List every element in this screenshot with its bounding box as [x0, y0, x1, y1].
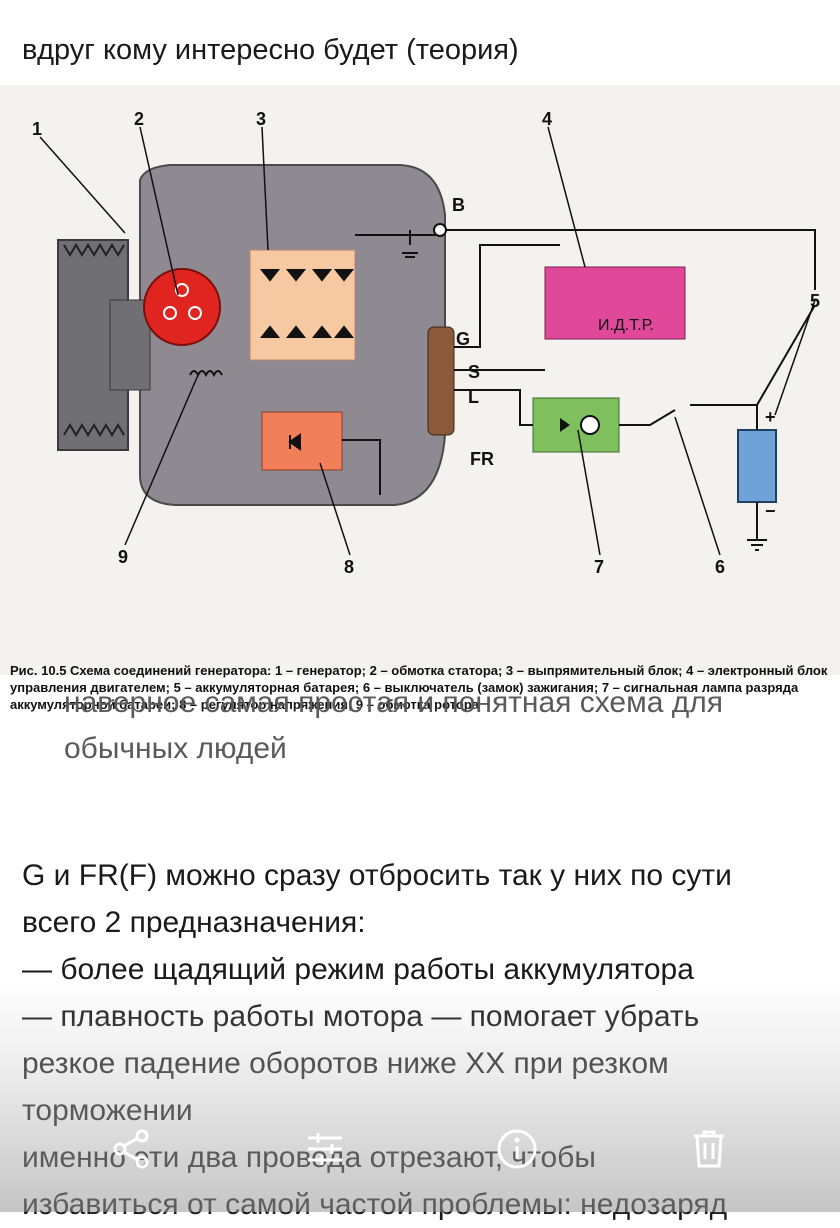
- label-4: 4: [542, 109, 552, 129]
- alternator-wiring-figure: 1 2 3 4 5 6 7 8 9 B G S L FR + − И.Д.Т.Р…: [0, 85, 840, 712]
- label-1: 1: [32, 119, 42, 139]
- ecu-label: И.Д.Т.Р.: [598, 317, 654, 334]
- label-3: 3: [256, 109, 266, 129]
- label-7: 7: [594, 557, 604, 575]
- post-line: резкое падение оборотов ниже XX при резк…: [22, 1047, 669, 1080]
- label-g: G: [456, 329, 470, 349]
- warning-lamp-box: [532, 397, 620, 453]
- label-minus: −: [765, 501, 776, 521]
- adjust-button[interactable]: [302, 1126, 348, 1172]
- battery: [737, 429, 777, 503]
- caption-lead: Рис. 10.5 Схема соединений генератора:: [10, 663, 272, 678]
- label-9: 9: [118, 547, 128, 567]
- terminal-b: [433, 223, 447, 237]
- delete-button[interactable]: [686, 1126, 732, 1172]
- label-l: L: [468, 387, 479, 407]
- post-line: избавиться от самой частой проблемы: нед…: [22, 1188, 728, 1221]
- info-icon: [497, 1129, 537, 1169]
- label-fr: FR: [470, 449, 494, 469]
- image-viewer-toolbar: [0, 1118, 840, 1178]
- sliders-icon: [308, 1133, 342, 1165]
- terminal-connector: [427, 326, 455, 436]
- share-icon: [113, 1129, 149, 1169]
- label-6: 6: [715, 557, 725, 575]
- share-button[interactable]: [108, 1126, 154, 1172]
- post-line: — более щадящий режим работы аккумулятор…: [22, 953, 694, 986]
- voltage-regulator: [261, 411, 343, 471]
- label-5: 5: [810, 291, 820, 311]
- trash-icon: [694, 1130, 724, 1168]
- post-line: G и FR(F) можно сразу отбросить так у ни…: [22, 859, 732, 892]
- post-line: — плавность работы мотора — помогает убр…: [22, 1000, 700, 1033]
- post-line: всего 2 предназначения:: [22, 906, 366, 939]
- post-title: вдруг кому интересно будет (теория): [22, 34, 519, 66]
- rotor-coil: [189, 370, 223, 378]
- ecu-block: [544, 266, 686, 340]
- stator-winding: [143, 268, 221, 346]
- info-button[interactable]: [494, 1126, 540, 1172]
- caption-body: 1 – генератор; 2 – обмотка статора; 3 – …: [10, 663, 828, 712]
- figure-caption: Рис. 10.5 Схема соединений генератора: 1…: [10, 662, 830, 713]
- wiring-diagram: 1 2 3 4 5 6 7 8 9 B G S L FR + − И.Д.Т.Р…: [32, 109, 820, 575]
- label-plus: +: [765, 407, 776, 427]
- label-2: 2: [134, 109, 144, 129]
- label-8: 8: [344, 557, 354, 575]
- figure-note: наверное самая простая и понятная схема …: [64, 686, 724, 765]
- label-b: B: [452, 195, 465, 215]
- label-s: S: [468, 362, 480, 382]
- rectifier-block: [249, 249, 356, 361]
